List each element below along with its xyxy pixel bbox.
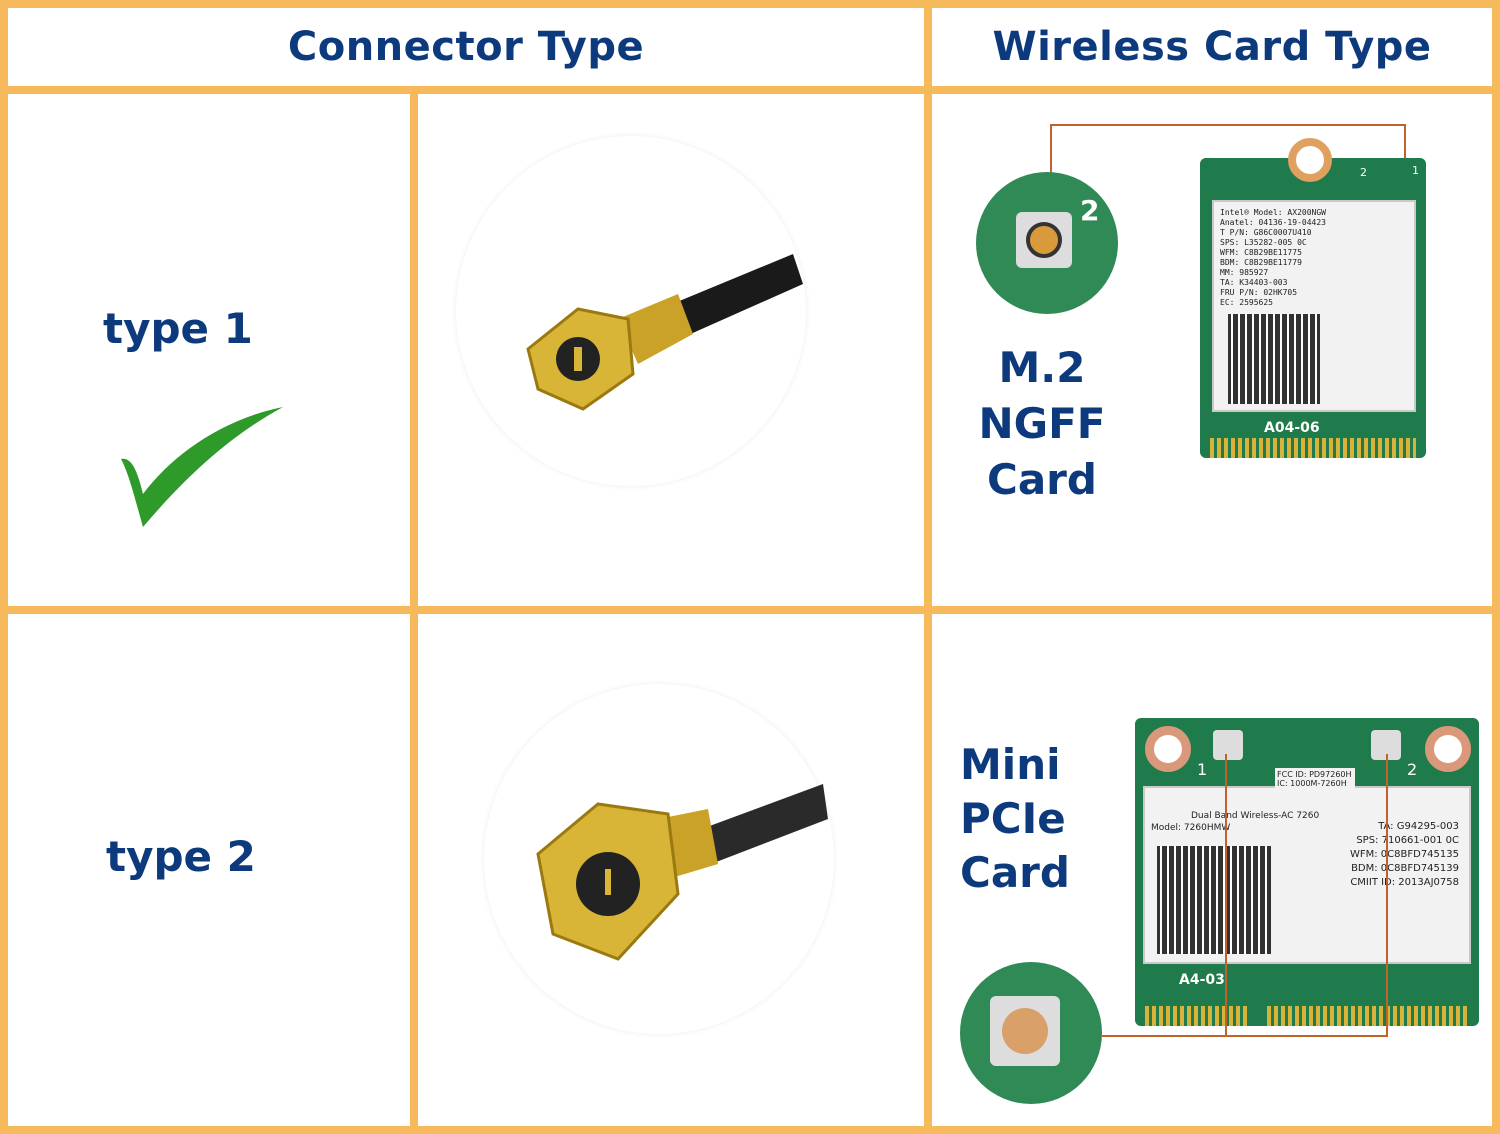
row2-connector-photo	[418, 614, 924, 1126]
card-label-line: M.2	[998, 343, 1086, 392]
gold-pins	[1210, 438, 1416, 458]
card-edge-text: A04-06	[1264, 420, 1320, 436]
sticker-line: IC: 1000M-7260H	[1277, 779, 1347, 788]
row1-connector-photo	[418, 94, 924, 606]
mini-pcie-card-image: 1 2 FCC ID: PD97260H IC: 1000M-7260H Dua…	[1135, 718, 1479, 1026]
gold-pins	[1145, 1006, 1249, 1026]
type-label: type 2	[106, 832, 256, 881]
wire-line	[1050, 124, 1052, 174]
card-sticker: Intel® Model: AX200NGW Anatel: 04136-19-…	[1212, 200, 1416, 412]
type-label: type 1	[103, 304, 253, 353]
row2-card-cell: Mini PCIe Card 1 2 FCC ID: PD97260H IC: …	[932, 614, 1492, 1126]
wire-line	[1386, 754, 1388, 1036]
connector-pin	[1002, 1008, 1048, 1054]
sticker-line: T P/N: G86C0007U410	[1220, 228, 1312, 237]
sticker-line: EC: 2595625	[1220, 298, 1273, 307]
wire-line	[1050, 124, 1406, 126]
m2-ngff-card-image: 2 1 Intel® Model: AX200NGW Anatel: 04136…	[1200, 138, 1426, 458]
connector-number: 1	[1412, 164, 1419, 177]
row1-card-cell: 2 M.2 NGFF Card 2 1 Intel® Model: AX200N…	[932, 94, 1492, 606]
connector-number: 2	[1080, 194, 1100, 227]
connector-number: 1	[1197, 760, 1208, 779]
header-wireless-card-type: Wireless Card Type	[932, 8, 1492, 86]
row2-type-cell: type 2	[8, 614, 410, 1126]
sticker-id-block: FCC ID: PD97260H IC: 1000M-7260H	[1275, 768, 1355, 790]
sticker-line: CMIIT ID: 2013AJ0758	[1350, 877, 1459, 888]
connector-zoom-image: 2	[976, 172, 1118, 314]
sticker-details-block: TA: G94295-003 SPS: 710661-001 0C WFM: 0…	[1350, 820, 1459, 890]
sticker-line: FCC ID: PD97260H	[1277, 770, 1352, 779]
checkmark-icon	[121, 407, 283, 527]
card-label: M.2 NGFF Card	[962, 340, 1122, 508]
qr-code	[1157, 846, 1271, 954]
card-label-line: Mini	[960, 740, 1061, 789]
antenna-connector	[1213, 730, 1243, 760]
connector-zoom-image	[960, 962, 1102, 1104]
card-label-line: Card	[960, 848, 1070, 897]
sticker-line: BDM: 0C8BFD745139	[1351, 863, 1459, 874]
sticker-line: Intel® Model: AX200NGW	[1220, 208, 1326, 217]
sticker-line: TA: G94295-003	[1378, 821, 1459, 832]
card-label-line: Card	[987, 455, 1097, 504]
sticker-line: BDM: C8B29BE11779	[1220, 258, 1302, 267]
sticker-line: Dual Band Wireless-AC 7260	[1191, 811, 1320, 821]
card-label-line: PCIe	[960, 794, 1066, 843]
connector-number: 2	[1360, 166, 1367, 179]
sticker-line: SPS: L35282-005 0C	[1220, 238, 1307, 247]
card-label: Mini PCIe Card	[960, 738, 1110, 900]
sticker-line: MM: 985927	[1220, 268, 1269, 277]
sticker-line: WFM: C8B29BE11775	[1220, 248, 1302, 257]
sticker-line: TA: K34403-003	[1220, 278, 1288, 287]
connector-number: 2	[1407, 760, 1418, 779]
card-edge-text: A4-03	[1179, 972, 1225, 988]
sticker-line: WFM: 0C8BFD745135	[1349, 849, 1459, 860]
wire-line	[1404, 124, 1406, 169]
sticker-line: SPS: 710661-001 0C	[1356, 835, 1459, 846]
ufl-connector-type1-image	[526, 254, 803, 411]
sticker-line: Model: 7260HMW	[1151, 823, 1231, 833]
mounting-hole	[1145, 726, 1191, 772]
header-connector-type: Connector Type	[8, 8, 924, 86]
connector-pin	[1026, 222, 1062, 258]
row1-type-cell: type 1	[8, 94, 410, 606]
wire-line	[1225, 754, 1227, 1036]
sticker-line: Anatel: 04136-19-04423	[1220, 218, 1326, 227]
sticker-line: FRU P/N: 02HK705	[1220, 288, 1298, 297]
ufl-connector-type2-image	[536, 784, 828, 961]
card-label-line: NGFF	[978, 399, 1106, 448]
qr-code	[1228, 314, 1320, 404]
photo-backdrop	[456, 136, 806, 486]
wire-line	[1102, 1035, 1388, 1037]
mounting-hole	[1425, 726, 1471, 772]
gold-pins	[1267, 1006, 1469, 1026]
mounting-hole	[1288, 138, 1332, 182]
card-sticker: FCC ID: PD97260H IC: 1000M-7260H Dual Ba…	[1143, 768, 1471, 964]
